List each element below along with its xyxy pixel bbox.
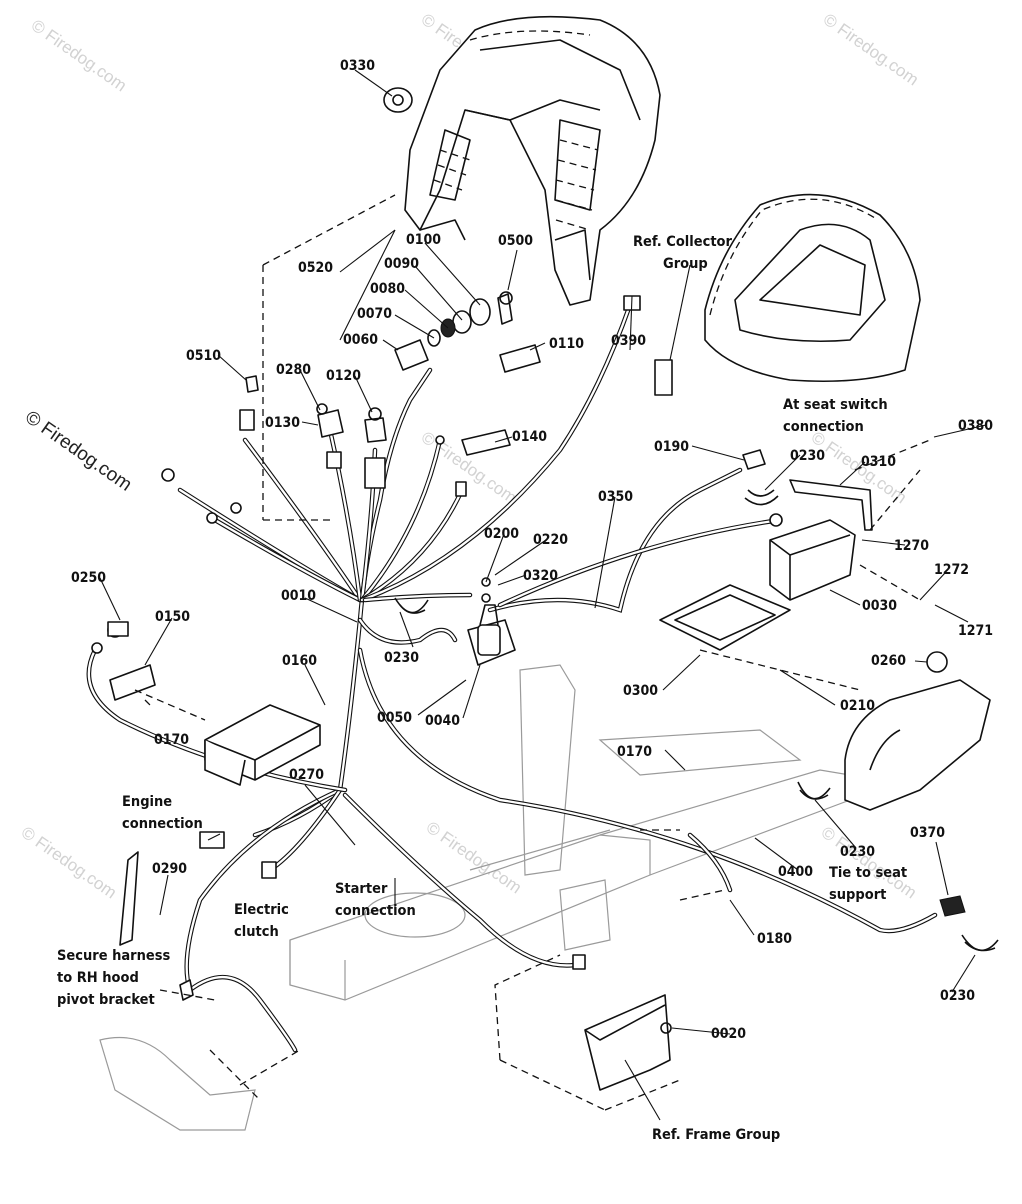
note-starter-connection: connection — [335, 903, 416, 919]
watermark-main: © Firedog.com — [21, 407, 135, 496]
part-number-label: 0350 — [598, 489, 633, 505]
part-number-label: 0040 — [425, 713, 460, 729]
part-0330 — [383, 87, 413, 113]
watermark-text: © Firedog.com — [18, 823, 120, 903]
solenoid-0040 — [467, 577, 516, 666]
wiring-harness — [86, 302, 938, 1053]
note-seat-switch: At seat switch — [783, 397, 888, 413]
ignition-switch-group — [394, 291, 673, 396]
note-engine-connection: connection — [122, 816, 203, 832]
part-number-label: 0520 — [298, 260, 333, 276]
note-secure-harness: pivot bracket — [57, 992, 155, 1008]
part-number-label: 0250 — [71, 570, 106, 586]
note-secure-harness: Secure harness — [57, 948, 171, 964]
engine-component-0260 — [844, 651, 991, 811]
watermark-text: © Firedog.com — [820, 10, 922, 90]
dashed-group-lines — [134, 194, 931, 1111]
frame-reference — [289, 664, 851, 1001]
part-number-label: 0090 — [384, 256, 419, 272]
part-number-label: 0400 — [778, 864, 813, 880]
part-number-label: 0270 — [289, 767, 324, 783]
note-seat-switch: connection — [783, 419, 864, 435]
battery-group — [659, 469, 921, 651]
part-number-label: 1271 — [958, 623, 993, 639]
note-secure-harness: to RH hood — [57, 970, 139, 986]
note-ref-collector: Ref. Collector — [633, 234, 733, 250]
part-number-label: 0070 — [357, 306, 392, 322]
part-number-label: 1270 — [894, 538, 929, 554]
part-number-label: 0330 — [340, 58, 375, 74]
part-number-label: 0130 — [265, 415, 300, 431]
note-starter-connection: Starter — [335, 881, 388, 897]
part-number-label: 0150 — [155, 609, 190, 625]
connectors — [91, 295, 966, 970]
part-number-label: 0510 — [186, 348, 221, 364]
part-number-label: 0020 — [711, 1026, 746, 1042]
ref-frame-bracket — [584, 994, 672, 1091]
part-number-label: 0200 — [484, 526, 519, 542]
part-number-label: 0230 — [840, 844, 875, 860]
part-number-label: 0170 — [617, 744, 652, 760]
part-number-label: 0110 — [549, 336, 584, 352]
note-engine-connection: Engine — [122, 794, 172, 810]
part-number-labels: 0330 0100 0500 0520 0090 0080 0070 0060 … — [71, 58, 993, 1042]
part-number-label: 0080 — [370, 281, 405, 297]
note-electric-clutch: clutch — [234, 924, 279, 940]
part-number-label: 0500 — [498, 233, 533, 249]
seat-reference — [704, 193, 921, 383]
annotation-notes: Ref. Collector Group At seat switch conn… — [57, 234, 907, 1143]
part-number-label: 0120 — [326, 368, 361, 384]
part-number-label: 0280 — [276, 362, 311, 378]
part-number-label: 0310 — [861, 454, 896, 470]
leader-lines — [99, 69, 987, 1121]
clip-parts — [394, 449, 999, 952]
part-number-label: 0260 — [871, 653, 906, 669]
bracket-group — [107, 621, 321, 786]
part-number-label: 0380 — [958, 418, 993, 434]
part-number-label: 0320 — [523, 568, 558, 584]
part-number-label: 0170 — [154, 732, 189, 748]
part-number-label: 0190 — [654, 439, 689, 455]
part-number-label: 0210 — [840, 698, 875, 714]
hood-assembly — [404, 15, 661, 306]
part-number-label: 0030 — [862, 598, 897, 614]
note-electric-clutch: Electric — [234, 902, 289, 918]
part-number-label: 0100 — [406, 232, 441, 248]
part-number-label: 0230 — [940, 988, 975, 1004]
part-number-label: 0290 — [152, 861, 187, 877]
switch-group — [245, 375, 511, 456]
watermark-text: © Firedog.com — [28, 16, 130, 96]
hood-pivot-group — [99, 851, 256, 1131]
note-tie-to-seat: Tie to seat — [829, 865, 907, 881]
part-number-label: 0140 — [512, 429, 547, 445]
part-number-label: 0220 — [533, 532, 568, 548]
part-number-label: 0010 — [281, 588, 316, 604]
part-number-label: 0060 — [343, 332, 378, 348]
note-tie-to-seat: support — [829, 887, 886, 903]
part-number-label: 0230 — [790, 448, 825, 464]
note-ref-frame-group: Ref. Frame Group — [652, 1127, 780, 1143]
part-number-label: 0050 — [377, 710, 412, 726]
part-number-label: 0390 — [611, 333, 646, 349]
part-number-label: 0230 — [384, 650, 419, 666]
part-number-label: 1272 — [934, 562, 969, 578]
note-ref-collector: Group — [663, 256, 708, 272]
part-number-label: 0300 — [623, 683, 658, 699]
part-number-label: 0160 — [282, 653, 317, 669]
part-number-label: 0180 — [757, 931, 792, 947]
part-number-label: 0370 — [910, 825, 945, 841]
